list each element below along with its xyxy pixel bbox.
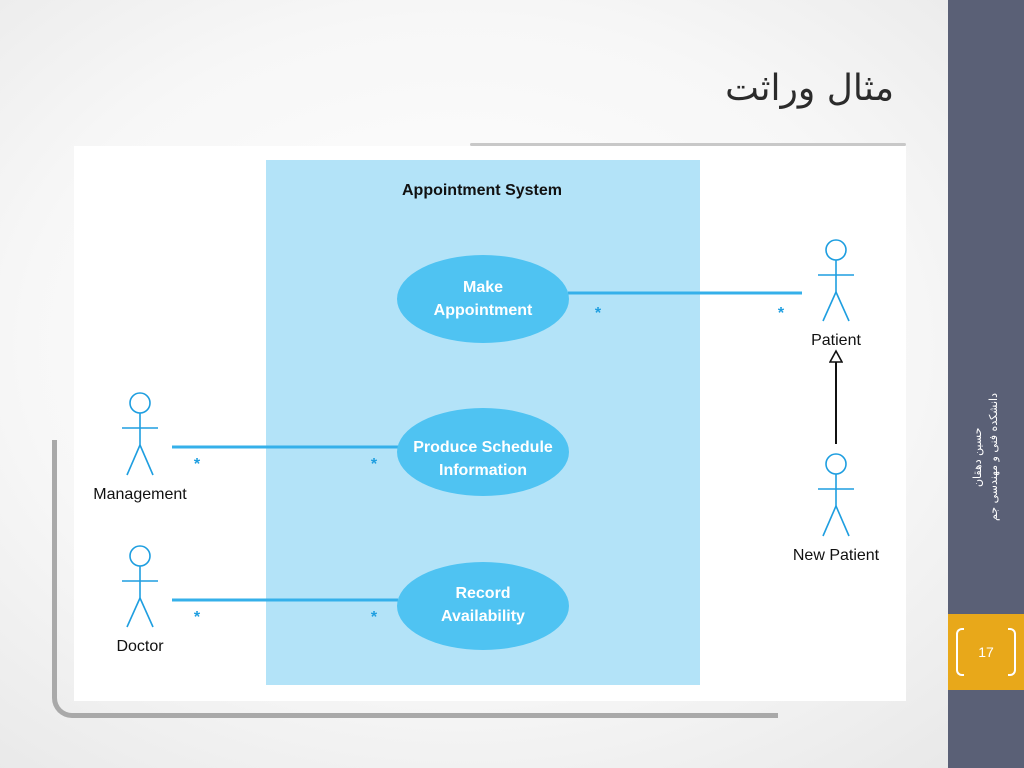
stick-figure-icon [129,545,151,567]
use-case-label: Availability [441,608,525,625]
slide-title: مثال وراثت [725,68,894,109]
page-number: 17 [978,644,994,660]
multiplicity-star: * [194,609,201,626]
page-number-box [948,614,1024,690]
stick-figure-icon [825,453,847,475]
footer-text: حسین دهقان دانشکده فنی و مهندسی جم [950,372,1022,542]
actor-patient [818,239,854,322]
multiplicity-star: * [371,456,378,473]
actor-label-new-patient: New Patient [793,547,880,564]
actor-new-patient [818,453,854,537]
actor-label-management: Management [93,486,187,503]
use-case-label: Record [455,585,510,602]
multiplicity-star: * [371,609,378,626]
actor-doctor [122,545,158,628]
use-case-diagram: Appointment System * * * * * * Make Appo… [74,146,906,701]
multiplicity-star: * [194,456,201,473]
actor-label-patient: Patient [811,332,861,349]
use-case-make-appointment: Make Appointment [397,255,569,343]
use-case-record-availability: Record Availability [397,562,569,650]
use-case-produce-schedule: Produce Schedule Information [397,408,569,496]
page-number-bracket-right [1008,628,1016,676]
multiplicity-star: * [595,305,602,322]
stick-figure-icon [129,392,151,414]
author-name: حسین دهقان [971,427,984,487]
use-case-label: Produce Schedule [413,439,553,456]
use-case-label: Information [439,462,527,479]
stick-figure-icon [825,239,847,261]
use-case-label: Appointment [434,302,533,319]
system-name: Appointment System [402,182,562,199]
title-underline [470,143,906,146]
institution-name: دانشکده فنی و مهندسی جم [987,392,1000,522]
picture-frame [52,440,778,718]
use-case-label: Make [463,279,503,296]
actor-label-doctor: Doctor [116,638,164,655]
actor-management [122,392,158,476]
page-number-bracket-left [956,628,964,676]
multiplicity-star: * [778,305,785,322]
